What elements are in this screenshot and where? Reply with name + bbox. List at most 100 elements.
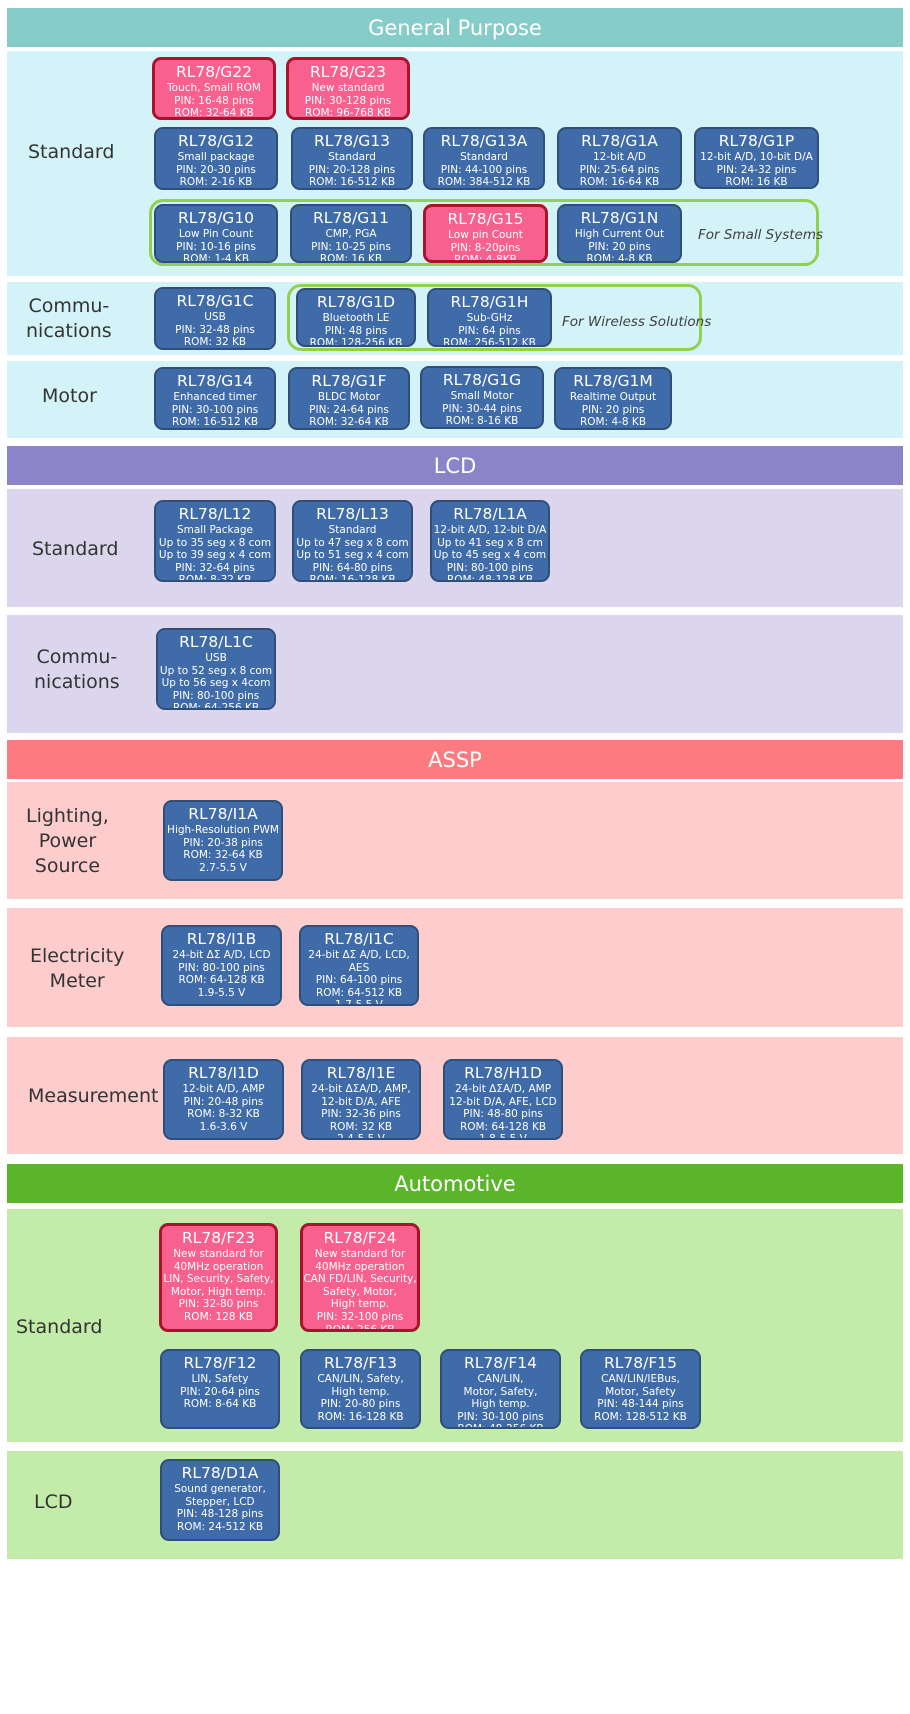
chip-spec-line: Enhanced timer	[173, 391, 257, 403]
chip-name: RL78/G1A	[581, 132, 658, 150]
chip-spec-line: PIN: 30-100 pins	[171, 403, 259, 416]
chip-spec-line: PIN: 32-64 pins	[175, 561, 255, 574]
chip-spec-line: 1.8-5.5 V	[479, 1133, 527, 1140]
chip-spec-line: Up to 45 seg x 4 com	[433, 549, 547, 562]
chip-spec-line: Standard	[328, 524, 377, 536]
chip-spec-line: CMP, PGA	[325, 228, 377, 240]
chip-name: RL78/G15	[447, 210, 524, 228]
chip-spec-line: ROM: 128 KB	[184, 1310, 253, 1323]
chip-spec-line: BLDC Motor	[317, 391, 381, 403]
chip-spec-line: 40MHz operation	[173, 1260, 264, 1273]
chip-spec-line: ROM: 4-8KB	[454, 254, 517, 263]
chip-spec-line: New standard for	[314, 1248, 406, 1260]
chip-spec-line: ROM: 32-64 KB	[183, 849, 263, 862]
chip-spec-line: 2.4-5.5 V	[337, 1133, 385, 1140]
chip-spec-line: 24-bit ΔΣ A/D, LCD,	[308, 949, 410, 961]
band-label: Commu- nications	[26, 295, 112, 342]
chip-name: RL78/G1C	[176, 292, 254, 310]
chip-spec-line: 1.6-3.6 V	[199, 1120, 248, 1133]
chip-spec-line: PIN: 80-100 pins	[446, 561, 534, 574]
chip-spec-line: LIN, Safety	[191, 1373, 249, 1385]
chip-spec-line: New standard	[311, 82, 385, 94]
chip-spec-line: ROM: 48-256 KB	[442, 1423, 559, 1427]
chip-spec-line: Up to 52 seg x 8 com	[159, 664, 273, 677]
chip-spec-line: ROM: 128-256 KB	[309, 337, 403, 347]
chip-spec-line: PIN: 10-16 pins	[176, 240, 256, 253]
chip-spec-line: 12-bit A/D, AMP	[182, 1083, 265, 1095]
chip-spec-line: Up to 39 seg x 4 com	[158, 549, 272, 562]
chip-name: RL78/G22	[175, 63, 253, 81]
chip-name: RL78/G11	[312, 209, 390, 227]
chip-spec-line: ROM: 128-512 KB	[594, 1410, 687, 1423]
chip-spec-line: Bluetooth LE	[322, 312, 390, 324]
chip-spec-line: 1.7-5.5 V	[335, 999, 383, 1006]
chip-spec-line: Small Package	[176, 524, 254, 536]
chip-spec-line: Stepper, LCD	[185, 1495, 255, 1508]
band-label: Lighting, Power Source	[26, 805, 109, 877]
band-label: Motor	[42, 385, 97, 407]
band-label: Standard	[28, 141, 115, 163]
chip-spec-line: ROM: 16 KB	[319, 253, 383, 263]
chip-spec-line: ROM: 64-128 KB	[178, 974, 265, 987]
chip-spec-line: ROM: 8-64 KB	[183, 1398, 257, 1411]
chip-spec-line: PIN: 20-48 pins	[183, 1095, 264, 1108]
chip-spec-line: High temp.	[331, 1385, 390, 1398]
chip-spec-line: Low pin Count	[448, 229, 523, 241]
chip-name: RL78/G1N	[580, 209, 659, 227]
chip-spec-line: ROM: 384-512 KB	[437, 176, 531, 189]
chip-spec-line: 1.9-5.5 V	[197, 986, 246, 999]
chip-spec-line: High-Resolution PWM	[167, 824, 279, 836]
category-header-assp: ASSP	[7, 740, 903, 779]
chip-spec-line: ROM: 32 KB	[329, 1120, 393, 1133]
chip-spec-line: PIN: 30-44 pins	[442, 402, 522, 415]
chip-spec-line: Up to 47 seg x 8 com	[296, 536, 409, 549]
chip-name: RL78/L1C	[179, 633, 253, 651]
chip-spec-line: ROM: 64-512 KB	[315, 986, 403, 999]
chip-name: RL78/D1A	[181, 1464, 259, 1482]
chip-spec-line: High Current Out	[574, 228, 665, 240]
chip-spec-line: Small Motor	[450, 390, 514, 402]
chip-spec-line: PIN: 20-80 pins	[320, 1398, 401, 1411]
chip-spec-line: New standard for	[173, 1248, 264, 1260]
chip-name: RL78/G1M	[573, 372, 653, 390]
chip-name: RL78/L12	[178, 505, 252, 523]
band-label: Measurement	[28, 1085, 159, 1107]
group-label: For Wireless Solutions	[562, 314, 712, 330]
chip-spec-line: USB	[204, 311, 226, 323]
